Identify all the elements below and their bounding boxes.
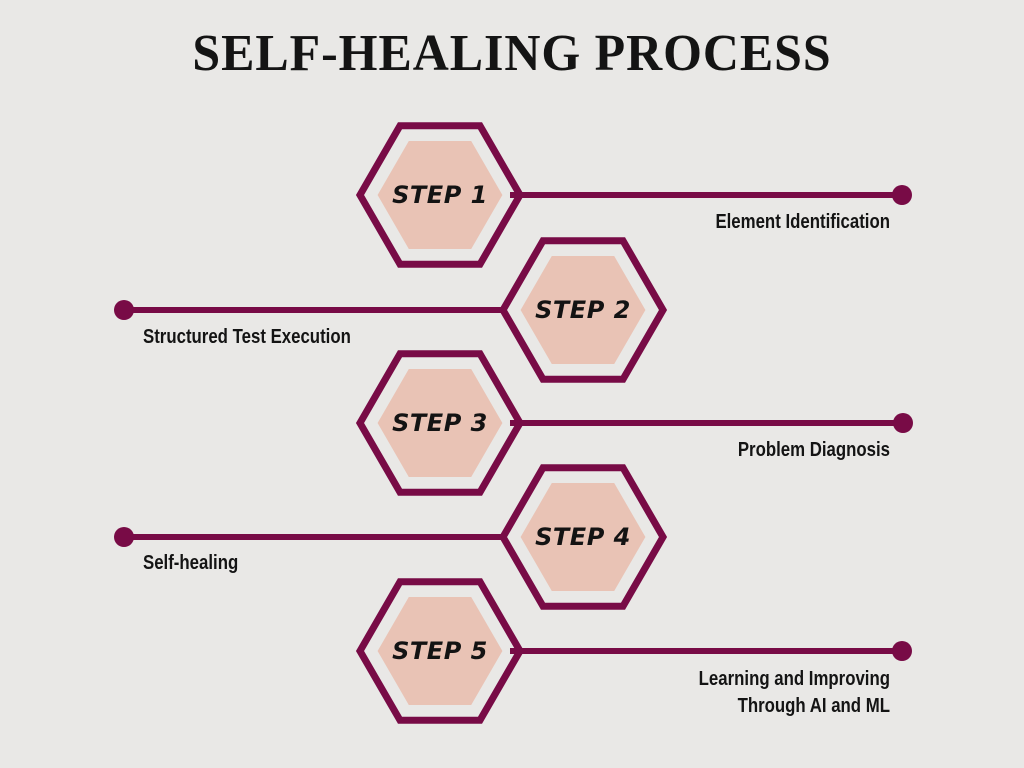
connector-line-step-1	[510, 192, 902, 198]
hexagon-icon	[499, 237, 667, 383]
hexagon-icon	[356, 122, 524, 268]
hexagon-icon	[499, 464, 667, 610]
step-3-description-line: Problem Diagnosis	[737, 439, 890, 461]
step-2-description: Structured Test Execution	[143, 325, 445, 350]
step-5-label: STEP 5	[392, 637, 488, 665]
step-4: STEP 4	[499, 463, 667, 611]
connector-line-step-4	[124, 534, 505, 540]
step-2: STEP 2	[499, 236, 667, 384]
page-title: SELF-HEALING PROCESS	[192, 25, 832, 82]
step-4-label: STEP 4	[535, 523, 631, 551]
step-3-description: Problem Diagnosis	[596, 438, 890, 463]
connector-dot-step-5	[892, 641, 912, 661]
connector-dot-step-4	[114, 527, 134, 547]
step-2-label: STEP 2	[535, 296, 631, 324]
connector-dot-step-3	[893, 413, 913, 433]
step-5-description-line-2: Through AI and ML	[737, 695, 890, 717]
step-1-description: Element Identification	[596, 210, 890, 235]
connector-dot-step-1	[892, 185, 912, 205]
connector-dot-step-2	[114, 300, 134, 320]
step-3-label: STEP 3	[392, 409, 488, 437]
step-5-description-line-1: Learning and Improving	[698, 668, 890, 690]
connector-line-step-3	[510, 420, 903, 426]
step-5-description: Learning and Improving Through AI and ML	[697, 666, 890, 720]
step-1-description-line: Element Identification	[715, 211, 890, 233]
connector-line-step-2	[124, 307, 505, 313]
step-4-description-line: Self-healing	[143, 552, 239, 574]
step-5: STEP 5	[356, 577, 524, 725]
step-3: STEP 3	[356, 349, 524, 497]
step-1: STEP 1	[356, 121, 524, 269]
hexagon-icon	[356, 350, 524, 496]
step-4-description: Self-healing	[143, 551, 445, 576]
connector-line-step-5	[510, 648, 902, 654]
step-1-label: STEP 1	[392, 181, 488, 209]
step-2-description-line: Structured Test Execution	[143, 326, 351, 348]
hexagon-icon	[356, 578, 524, 724]
